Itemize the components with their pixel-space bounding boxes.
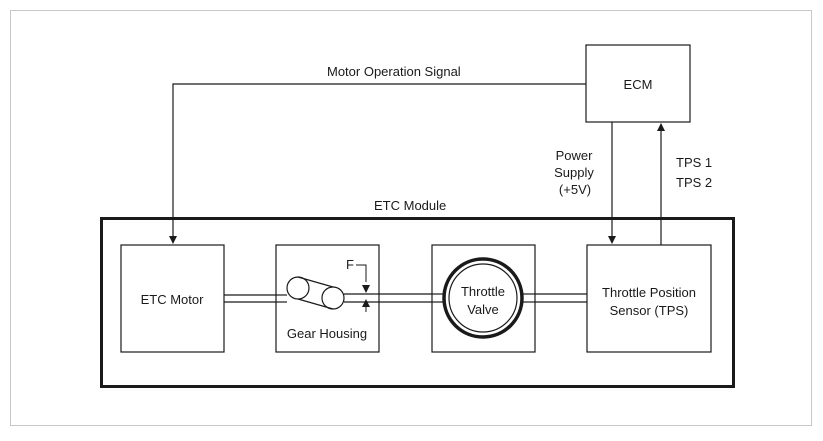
gear-housing-label: Gear Housing xyxy=(287,326,367,341)
etc-module-box xyxy=(100,217,735,388)
throttle-plate-icon xyxy=(448,263,518,333)
etc-motor-label: ETC Motor xyxy=(141,292,205,307)
power-supply-label-1: Power xyxy=(556,148,594,163)
outer-frame xyxy=(10,10,812,426)
throttle-valve-block: Throttle Valve xyxy=(431,244,536,353)
valve-shaft xyxy=(344,293,432,303)
motor-operation-signal-line xyxy=(169,83,586,244)
power-supply-label-2: Supply xyxy=(554,165,594,180)
force-indicator: F xyxy=(346,257,370,312)
etc-motor-block: ETC Motor xyxy=(120,244,225,353)
gear-housing-block: Gear Housing xyxy=(275,244,380,353)
throttle-valve-label-1: Throttle xyxy=(461,284,505,299)
tps-label-1: Throttle Position xyxy=(602,285,696,300)
tps2-label: TPS 2 xyxy=(676,175,712,190)
sensor-shaft xyxy=(535,293,587,303)
ecm-label: ECM xyxy=(624,77,653,92)
tps1-label: TPS 1 xyxy=(676,155,712,170)
etc-module-label: ETC Module xyxy=(374,198,446,213)
power-supply-label-3: (+5V) xyxy=(559,182,591,197)
throttle-valve-label-2: Valve xyxy=(467,302,499,317)
driven-gear-icon xyxy=(321,286,345,310)
force-label: F xyxy=(346,257,354,272)
ecm-block: ECM xyxy=(585,44,691,123)
motor-operation-signal-label: Motor Operation Signal xyxy=(327,64,461,79)
drive-gear-icon xyxy=(286,276,310,300)
motor-shaft xyxy=(224,294,276,303)
tps-block: Throttle Position Sensor (TPS) xyxy=(586,244,712,353)
tps-label-2: Sensor (TPS) xyxy=(610,303,689,318)
